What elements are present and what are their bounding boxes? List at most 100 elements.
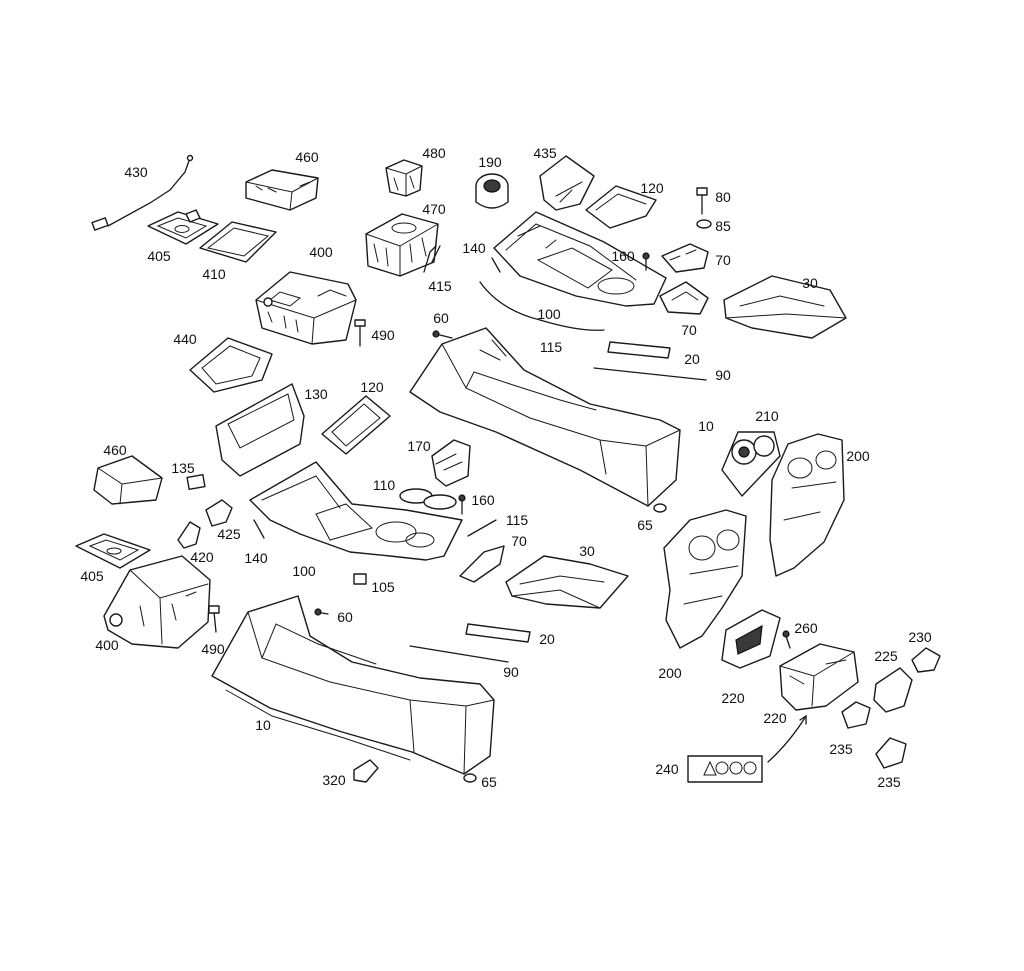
part-65-nut-top [653,503,667,513]
part-235-button-b [875,737,907,769]
callout-470: 470 [422,201,446,217]
part-425-connector [205,499,233,527]
callout-460: 460 [295,149,319,165]
part-480-bracket [385,159,423,197]
part-100-trim-top [493,211,667,307]
part-460-module-top [245,169,319,211]
part-120-pad-mid [321,395,391,455]
callout-120: 120 [360,379,384,395]
callout-220: 220 [763,710,787,726]
callout-100: 100 [537,306,561,322]
callout-85: 85 [715,218,731,234]
part-10-console-upper [409,327,681,507]
callout-80: 80 [715,189,731,205]
part-70-bracket-lower [459,545,505,583]
part-115-cable-top [479,281,605,331]
part-110-rings [399,488,457,510]
part-30-armrest-top [723,275,847,339]
part-230-knob [911,647,941,673]
part-190-knob [475,173,509,209]
part-490-screw-top [354,319,366,347]
callout-90: 90 [503,664,519,680]
callout-490: 490 [201,641,225,657]
callout-130: 130 [304,386,328,402]
part-120-pad-top [585,185,657,229]
callout-400: 400 [95,637,119,653]
callout-230: 230 [908,629,932,645]
part-400-box-top [255,271,357,345]
callout-30: 30 [579,543,595,559]
part-85-nut [696,219,712,229]
part-225-switch [873,667,913,713]
part-90-rod-lower [409,645,509,663]
part-160-screw-mid [458,494,466,515]
part-220-tray [721,609,781,669]
part-30-armrest-lower [505,555,629,609]
callout-460: 460 [103,442,127,458]
callout-235: 235 [877,774,901,790]
part-460-module-lower [93,455,163,505]
part-415-clip [423,245,441,273]
callout-415: 415 [428,278,452,294]
callout-20: 20 [539,631,555,647]
part-170-bracket [431,439,471,487]
callout-430: 430 [124,164,148,180]
callout-320: 320 [322,772,346,788]
part-470-insert [365,213,439,277]
callout-135: 135 [171,460,195,476]
part-60-screw-top [432,330,453,339]
part-60-screw-lower [314,608,329,616]
part-420-connector [177,521,201,549]
callout-240: 240 [655,761,679,777]
callout-70: 70 [715,252,731,268]
callout-65: 65 [481,774,497,790]
callout-235: 235 [829,741,853,757]
callout-405: 405 [80,568,104,584]
callout-110: 110 [372,477,396,493]
callout-20: 20 [684,351,700,367]
part-320-switch [353,759,379,783]
callout-200: 200 [658,665,682,681]
part-240-warning-label [687,755,763,783]
callout-440: 440 [173,331,197,347]
callout-65: 65 [637,517,653,533]
callout-140: 140 [462,240,486,256]
callout-435: 435 [533,145,557,161]
callout-90: 90 [715,367,731,383]
callout-400: 400 [309,244,333,260]
callout-225: 225 [874,648,898,664]
part-240-arrow [767,714,807,763]
callout-260: 260 [794,620,818,636]
part-115-cable-lower [467,519,497,537]
callout-210: 210 [755,408,779,424]
part-65-nut-lower [463,773,477,783]
part-130-bezel [215,383,305,477]
part-200-panel-left [663,509,747,649]
part-435-lid [539,155,595,211]
part-140-pin-lower [253,519,265,539]
callout-60: 60 [337,609,353,625]
callout-410: 410 [202,266,226,282]
part-20-strip-lower [465,623,531,643]
part-405-pad-top [147,209,219,245]
callout-405: 405 [147,248,171,264]
callout-70: 70 [511,533,527,549]
part-400-box-lower [103,555,211,649]
callout-120: 120 [640,180,664,196]
callout-425: 425 [217,526,241,542]
callout-140: 140 [244,550,268,566]
part-210-vent [721,431,781,497]
callout-220: 220 [721,690,745,706]
callout-490: 490 [371,327,395,343]
callout-420: 420 [190,549,214,565]
part-260-screw [782,630,791,649]
part-105-button [353,573,367,585]
part-135-clip [186,474,206,490]
part-80-screw [696,187,708,215]
part-200-panel-right [769,433,845,577]
part-430-cable [91,154,194,231]
callout-200: 200 [846,448,870,464]
callout-160: 160 [611,248,635,264]
